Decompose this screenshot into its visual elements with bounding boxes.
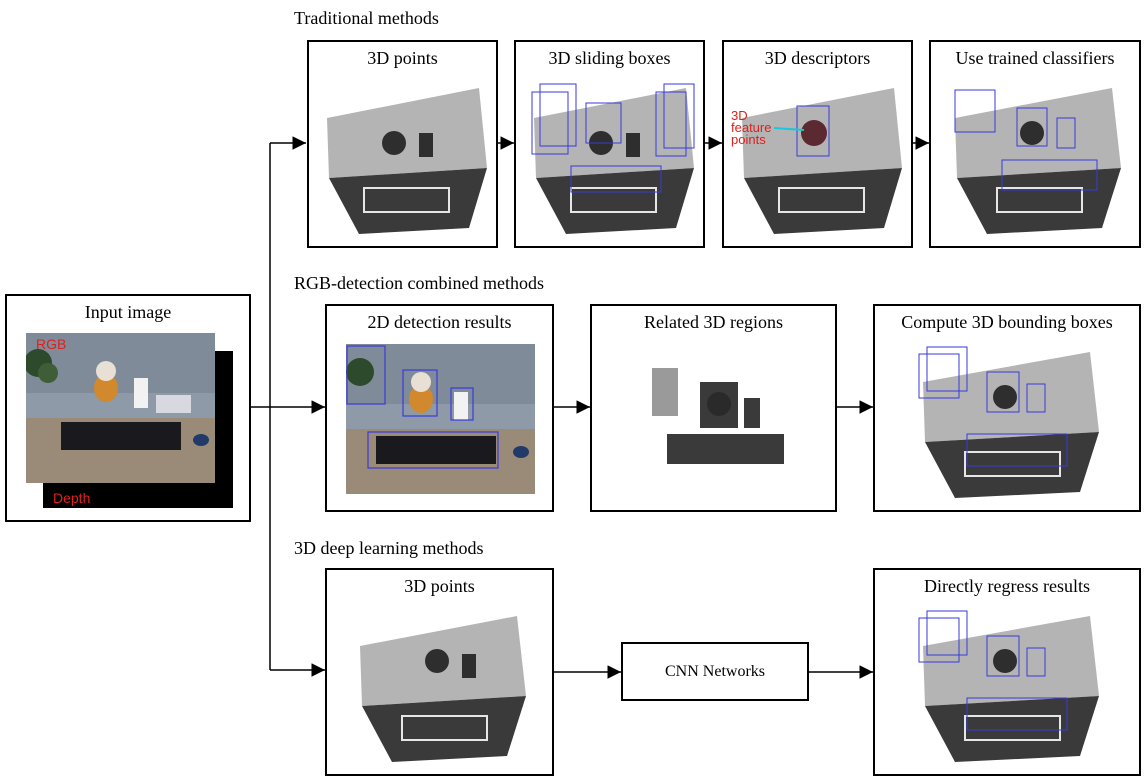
dl-step-3d-points: 3D points xyxy=(325,568,554,776)
annotation-line: 3D xyxy=(731,108,748,123)
rgb-step-title: Compute 3D bounding boxes xyxy=(901,312,1113,332)
related-regions-image xyxy=(652,368,784,464)
section-label-rgb-combined: RGB-detection combined methods xyxy=(294,273,544,293)
trad-step-3d-points: 3D points xyxy=(307,40,498,248)
trad-step-sliding-boxes: 3D sliding boxes xyxy=(514,40,705,248)
annotation-line: points xyxy=(731,132,766,147)
section-label-deep-learning: 3D deep learning methods xyxy=(294,538,484,558)
rgb-step-compute-boxes: Compute 3D bounding boxes xyxy=(873,304,1141,512)
rgb-image: RGB xyxy=(26,333,215,483)
rgb-step-title: Related 3D regions xyxy=(644,312,783,332)
rgb-label: RGB xyxy=(36,336,67,352)
descriptors-image xyxy=(742,88,902,234)
depth-label: Depth xyxy=(53,490,91,506)
trad-step-title: Use trained classifiers xyxy=(955,48,1115,68)
detection-image xyxy=(346,344,535,494)
point-cloud-image xyxy=(327,88,487,234)
trad-step-classifiers: Use trained classifiers xyxy=(929,40,1141,248)
regressed-results-image xyxy=(918,610,1099,762)
trad-step-title: 3D points xyxy=(367,48,438,68)
sliding-boxes-image xyxy=(531,83,695,234)
dl-step-title: Directly regress results xyxy=(924,576,1090,596)
annotation-line: feature xyxy=(731,120,772,135)
rgb-step-title: 2D detection results xyxy=(367,312,512,332)
trad-step-title: 3D sliding boxes xyxy=(548,48,671,68)
feature-points-annotation: 3D feature points xyxy=(731,108,772,147)
cnn-networks-label: CNN Networks xyxy=(665,662,765,680)
rgb-step-2d-detection: 2D detection results xyxy=(325,304,554,512)
section-label-traditional: Traditional methods xyxy=(294,8,439,28)
computed-boxes-image xyxy=(918,346,1099,498)
input-image-box: Input image Depth RGB xyxy=(5,294,251,522)
trad-step-descriptors: 3D descriptors 3D feature points xyxy=(722,40,913,248)
trad-step-title: 3D descriptors xyxy=(764,48,871,68)
dl-point-cloud-image xyxy=(360,616,526,762)
cnn-networks-box: CNN Networks xyxy=(621,642,809,701)
rgb-step-related-regions: Related 3D regions xyxy=(590,304,837,512)
dl-step-regress-results: Directly regress results xyxy=(873,568,1141,776)
dl-step-title: 3D points xyxy=(404,576,475,596)
classifier-image xyxy=(954,88,1121,234)
input-image-title: Input image xyxy=(84,302,172,322)
